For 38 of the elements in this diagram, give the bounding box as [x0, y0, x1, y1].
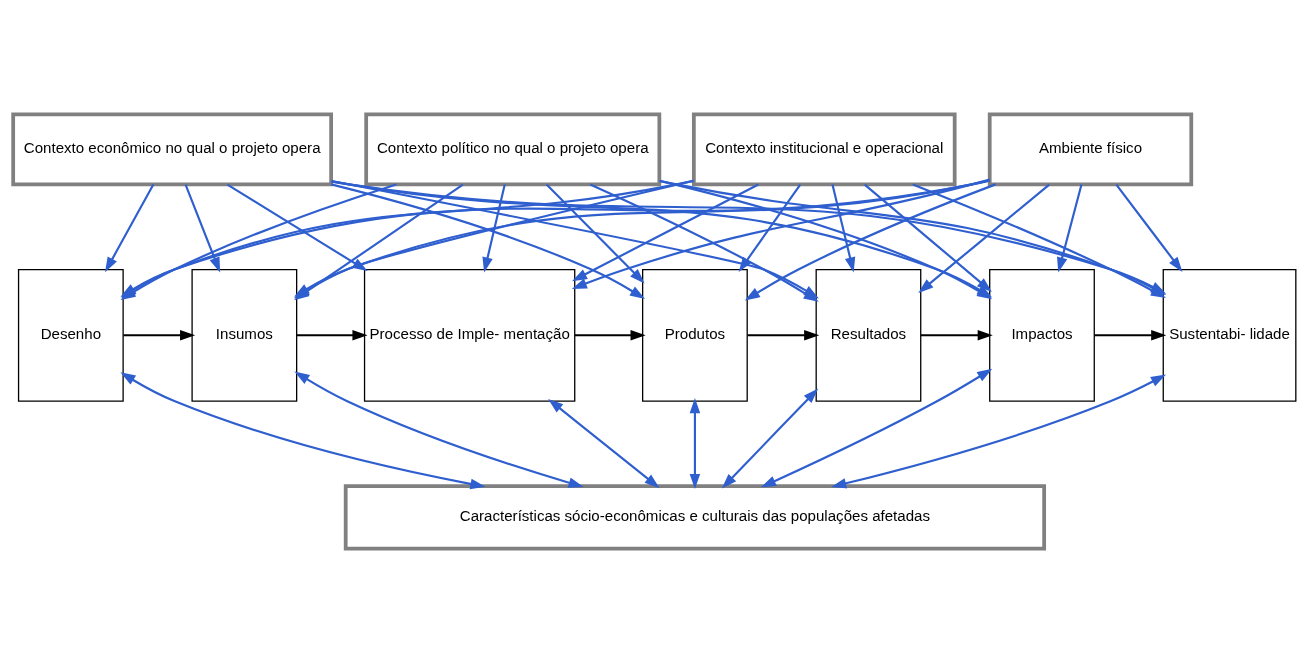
arrow — [548, 399, 660, 489]
arrow — [571, 178, 990, 289]
arrow — [1057, 184, 1083, 273]
arrow — [545, 183, 645, 284]
arrow — [330, 183, 646, 299]
arrow — [296, 329, 368, 341]
arrow — [747, 329, 820, 341]
arrow — [689, 398, 701, 489]
arrow — [120, 372, 486, 490]
arrow — [294, 371, 584, 488]
arrow — [760, 368, 993, 488]
arrow — [1115, 183, 1183, 272]
node-box: Contexto político no qual o projeto opera — [364, 112, 662, 187]
node-box: Produtos — [642, 268, 748, 402]
arrow — [721, 388, 819, 489]
node-box: Impactos — [989, 268, 1095, 402]
arrow — [105, 184, 155, 273]
node-box: Características sócio-econômicas e culturais das populações afetadas — [343, 484, 1047, 551]
node-box: Contexto econômico no qual o projeto opera — [11, 112, 334, 187]
arrow — [571, 183, 759, 282]
arrow — [123, 329, 196, 341]
arrow — [831, 374, 1166, 489]
arrow — [574, 329, 646, 341]
node-box: Insumos — [191, 268, 298, 402]
arrow — [864, 183, 992, 292]
arrow — [921, 329, 993, 341]
node-box: Desenho — [17, 268, 124, 402]
node-box: Processo de Imple- mentação — [363, 268, 576, 402]
arrow — [1094, 329, 1167, 341]
arrow — [482, 184, 506, 273]
arrow — [184, 184, 221, 273]
arrow — [738, 183, 802, 273]
arrow — [918, 183, 1050, 293]
arrow — [831, 184, 856, 273]
node-box: Resultados — [815, 268, 922, 402]
node-box: Contexto institucional e operacional — [691, 112, 957, 187]
node-box: Sustentabi- lidade — [1162, 268, 1297, 402]
node-box: Ambiente físico — [987, 112, 1194, 187]
